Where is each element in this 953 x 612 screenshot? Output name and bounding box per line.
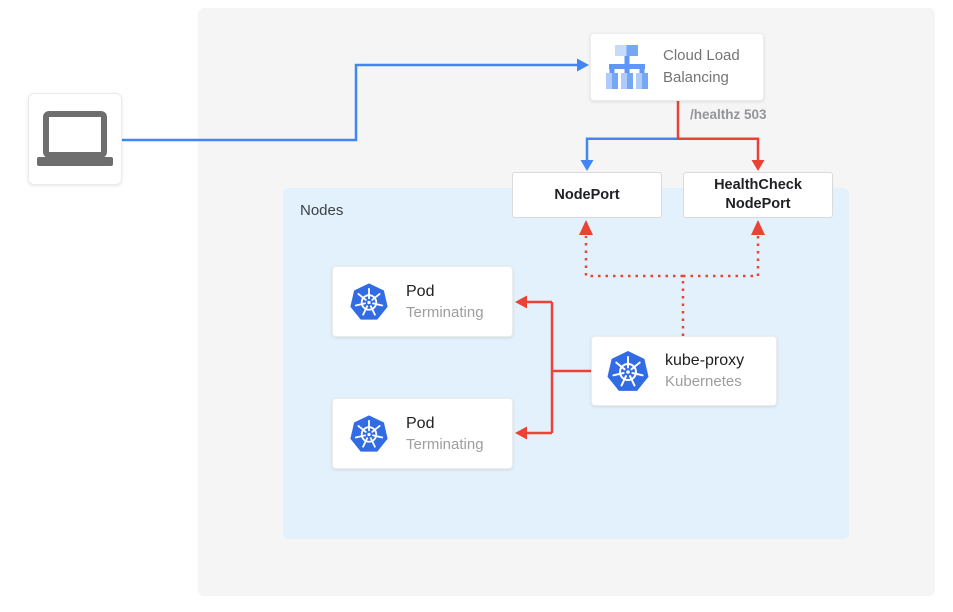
client-card xyxy=(28,93,122,185)
pod2-title: Pod xyxy=(406,414,435,432)
pod2-status: Terminating xyxy=(406,435,484,453)
kube-proxy-subtitle: Kubernetes xyxy=(665,373,742,390)
pod1-status: Terminating xyxy=(406,303,484,321)
nodes-panel-label: Nodes xyxy=(300,202,344,219)
healthcheck-nodeport-box: HealthCheck NodePort xyxy=(683,172,833,218)
cloud-load-balancing-label: Cloud Load Balancing xyxy=(663,47,740,86)
nodeport-box: NodePort xyxy=(512,172,662,218)
kube-proxy-title: kube-proxy xyxy=(665,352,745,369)
cloud-load-balancing-card: Cloud Load Balancing xyxy=(590,33,764,101)
kubernetes-icon xyxy=(349,414,389,454)
kubernetes-icon xyxy=(606,350,650,393)
kube-proxy-card: kube-proxy Kubernetes xyxy=(591,336,777,406)
kubernetes-icon xyxy=(349,282,389,322)
healthcheck-nodeport-label: HealthCheck NodePort xyxy=(714,177,802,212)
nodeport-label: NodePort xyxy=(554,186,620,203)
pod-card-1: Pod Terminating xyxy=(332,266,513,337)
cloud-load-balancing-icon xyxy=(604,45,650,89)
pod-card-2: Pod Terminating xyxy=(332,398,513,469)
laptop-icon xyxy=(37,111,113,167)
healthz-503-label: /healthz 503 xyxy=(690,107,767,122)
pod1-title: Pod xyxy=(406,282,435,300)
